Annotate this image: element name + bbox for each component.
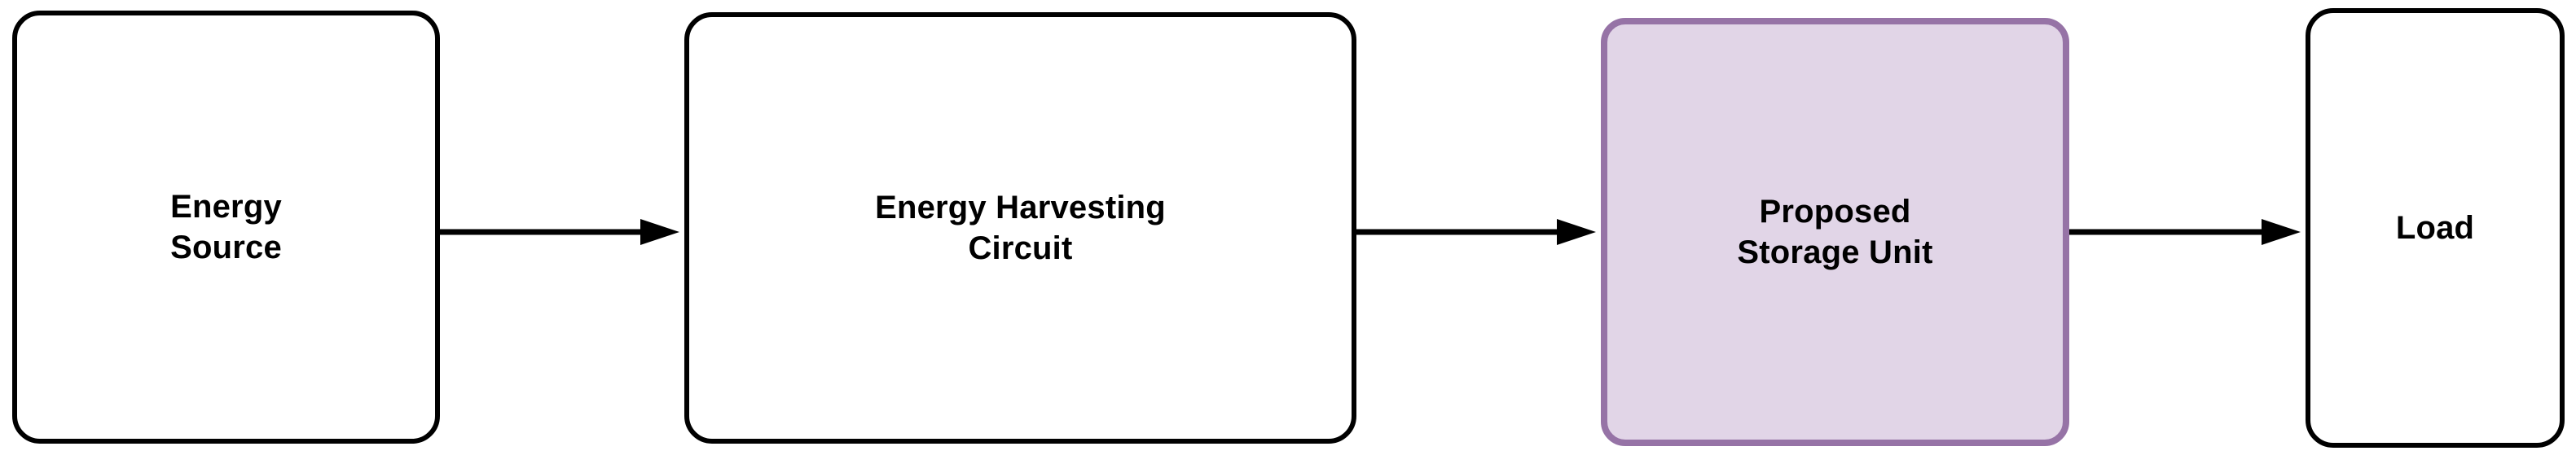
arrow-energy-source-to-energy-harvesting-circuit [440, 216, 684, 248]
block-energy-source[interactable]: Energy Source [12, 11, 440, 444]
block-proposed-storage-unit[interactable]: Proposed Storage Unit [1601, 18, 2069, 446]
arrowhead-icon [1557, 219, 1596, 245]
block-label-proposed-storage-unit: Proposed Storage Unit [1737, 194, 1933, 270]
block-label-energy-harvesting-circuit: Energy Harvesting Circuit [875, 190, 1166, 266]
block-label-load: Load [2395, 210, 2475, 246]
arrowhead-icon [2262, 219, 2301, 245]
arrow-energy-source-to-energy-harvesting-circuit-svg [440, 219, 679, 245]
arrow-proposed-storage-unit-to-load-svg [2069, 219, 2301, 245]
block-load[interactable]: Load [2306, 8, 2565, 448]
arrow-energy-harvesting-circuit-to-proposed-storage-unit-svg [1356, 219, 1596, 245]
arrow-proposed-storage-unit-to-load [2069, 216, 2306, 248]
block-label-energy-source: Energy Source [170, 189, 282, 265]
arrowhead-icon [640, 219, 679, 245]
arrow-energy-harvesting-circuit-to-proposed-storage-unit [1356, 216, 1601, 248]
block-energy-harvesting-circuit[interactable]: Energy Harvesting Circuit [684, 12, 1356, 444]
